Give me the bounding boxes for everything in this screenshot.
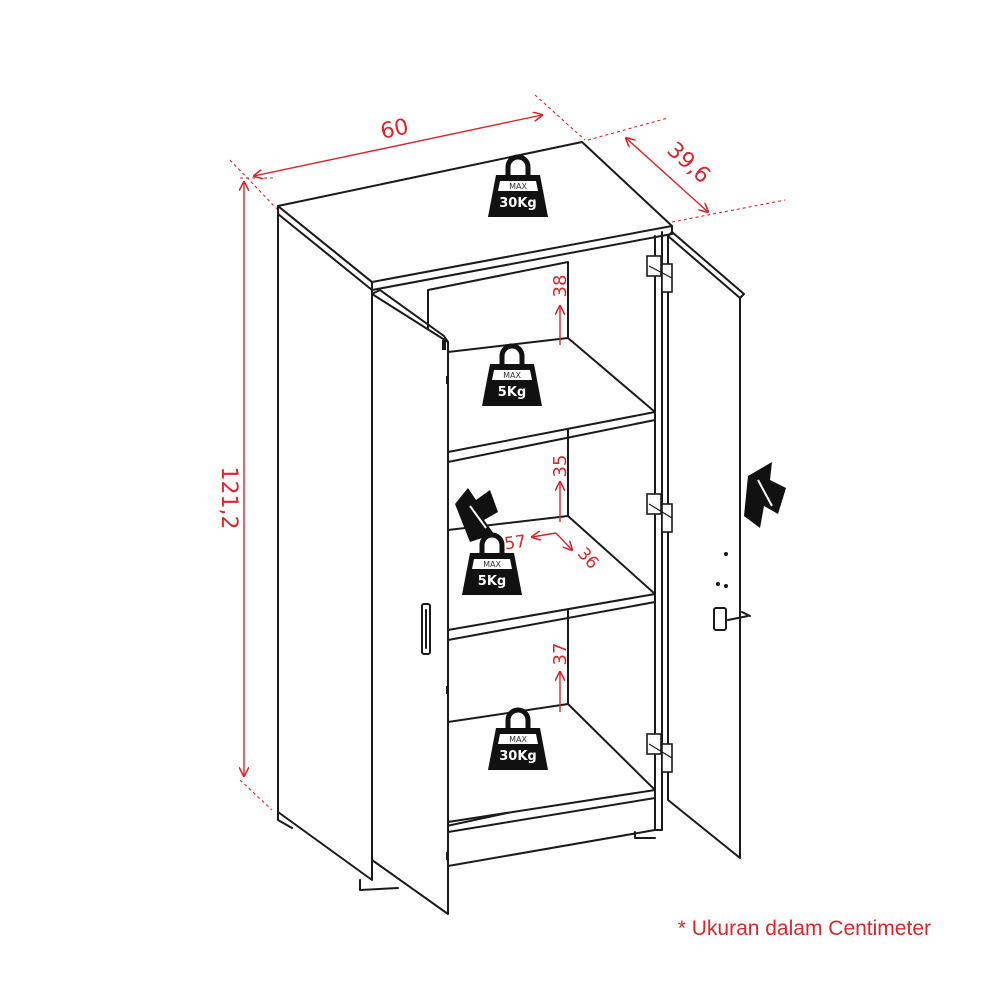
hinges (442, 255, 673, 860)
door-handle (421, 603, 431, 655)
weight-top-value: 30Kg (499, 196, 536, 211)
left-side-panel (277, 205, 373, 881)
hinge-icon (646, 493, 673, 533)
weight-bottom-max: MAX (509, 735, 527, 744)
weight-top-icon: MAX 30Kg (488, 154, 548, 217)
shelf-bottom (447, 703, 656, 823)
depth-label: 39,6 (662, 137, 715, 188)
dimension-shelf-mid-gap: 35 (550, 455, 571, 522)
weight-shelf-upper-value: 5Kg (498, 385, 526, 400)
dimension-width: 60 (254, 115, 542, 176)
inner-width-label: 57 (503, 532, 527, 555)
weight-shelf-middle-max: MAX (483, 560, 501, 569)
left-door (371, 289, 449, 915)
shelf-bottom-gap-label: 37 (550, 643, 571, 666)
dimension-shelf-top-gap: 38 (550, 275, 571, 345)
unit-note: * Ukuran dalam Centimeter (677, 917, 931, 940)
dimension-height: 121,2 (216, 182, 244, 776)
push-arrow-icon (455, 488, 498, 542)
height-label: 121,2 (216, 467, 241, 530)
shelves (447, 337, 656, 867)
shelf-top-gap-label: 38 (550, 275, 571, 298)
door-lock (713, 607, 727, 631)
shelf-mid-gap-label: 35 (550, 455, 571, 478)
weight-shelf-upper-icon: MAX 5Kg (482, 343, 542, 406)
dimension-shelf-bottom-gap: 37 (550, 643, 571, 712)
push-arrow-icon (744, 462, 786, 528)
weight-top-max: MAX (509, 182, 527, 191)
weight-shelf-upper-max: MAX (503, 371, 521, 380)
hinge-icon (646, 255, 673, 293)
right-door (667, 231, 751, 859)
width-label: 60 (378, 115, 411, 145)
weight-bottom-icon: MAX 30Kg (488, 707, 548, 770)
dimension-extension-lines (229, 94, 786, 811)
hinge-icon (646, 733, 673, 773)
weight-shelf-middle-value: 5Kg (478, 574, 506, 589)
weight-bottom-value: 30Kg (499, 749, 536, 764)
weight-shelf-middle-icon: MAX 5Kg (462, 532, 522, 595)
